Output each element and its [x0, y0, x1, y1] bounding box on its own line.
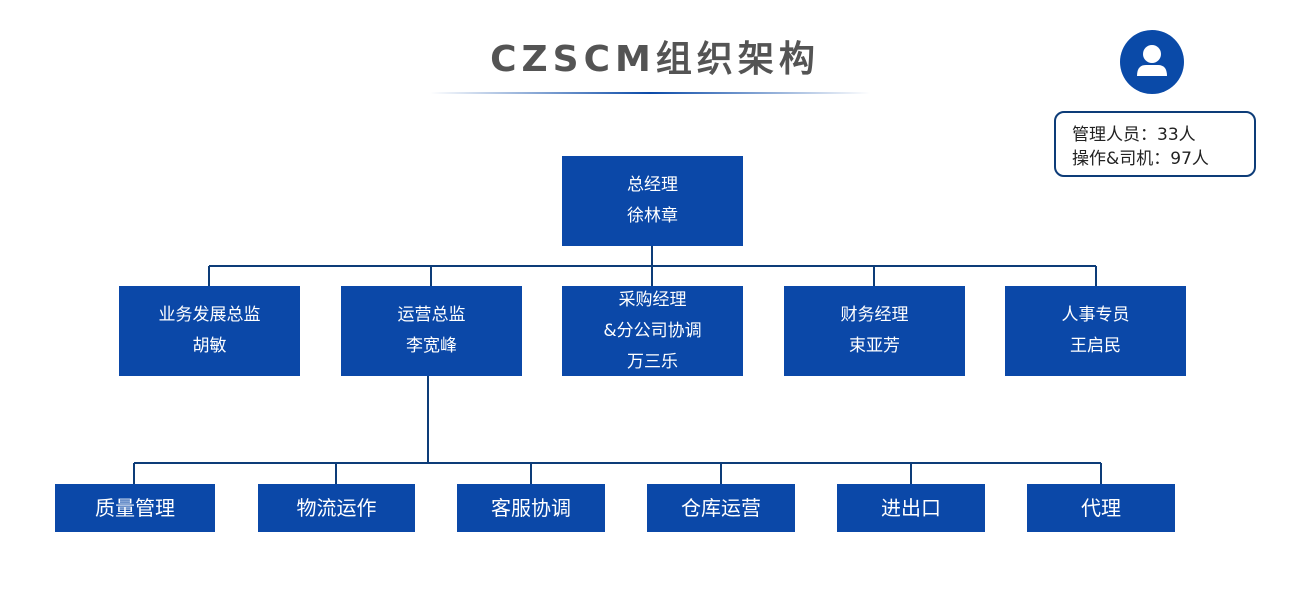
node-procurement-manager: 采购经理 &分公司协调 万三乐	[562, 286, 743, 376]
dept-agency: 代理	[1027, 484, 1175, 532]
user-avatar	[1120, 30, 1184, 94]
dept-quality-management: 质量管理	[55, 484, 215, 532]
node-person: 徐林章	[627, 206, 678, 226]
node-person: 王启民	[1070, 336, 1121, 356]
dept-customer-service: 客服协调	[457, 484, 605, 532]
page-title: CZSCM组织架构	[490, 39, 820, 80]
node-finance-manager: 财务经理 束亚芳	[784, 286, 965, 376]
node-general-manager: 总经理 徐林章	[562, 156, 743, 246]
node-role: 财务经理	[840, 305, 909, 325]
node-business-development-director: 业务发展总监 胡敏	[119, 286, 300, 376]
node-person: 万三乐	[627, 351, 678, 372]
node-role: 人事专员	[1061, 305, 1130, 325]
node-hr-specialist: 人事专员 王启民	[1005, 286, 1186, 376]
node-role: 采购经理	[618, 289, 687, 310]
dept-import-export: 进出口	[837, 484, 985, 532]
managers-count: 管理人员：33人	[1072, 125, 1196, 145]
node-person: 李宽峰	[406, 336, 457, 356]
node-role: 业务发展总监	[158, 305, 261, 325]
user-icon	[1137, 45, 1167, 76]
node-operations-director: 运营总监 李宽峰	[341, 286, 522, 376]
dept-logistics-operations: 物流运作	[258, 484, 415, 532]
node-person: 胡敏	[192, 336, 227, 356]
staff-summary-card: 管理人员：33人 操作&司机：97人	[1054, 111, 1256, 177]
node-role-line2: &分公司协调	[603, 320, 702, 341]
node-role: 总经理	[627, 175, 678, 195]
node-role: 运营总监	[397, 305, 466, 325]
node-person: 束亚芳	[849, 336, 900, 356]
title-underline	[430, 92, 870, 94]
dept-warehouse-operations: 仓库运营	[647, 484, 795, 532]
operators-count: 操作&司机：97人	[1072, 149, 1209, 169]
